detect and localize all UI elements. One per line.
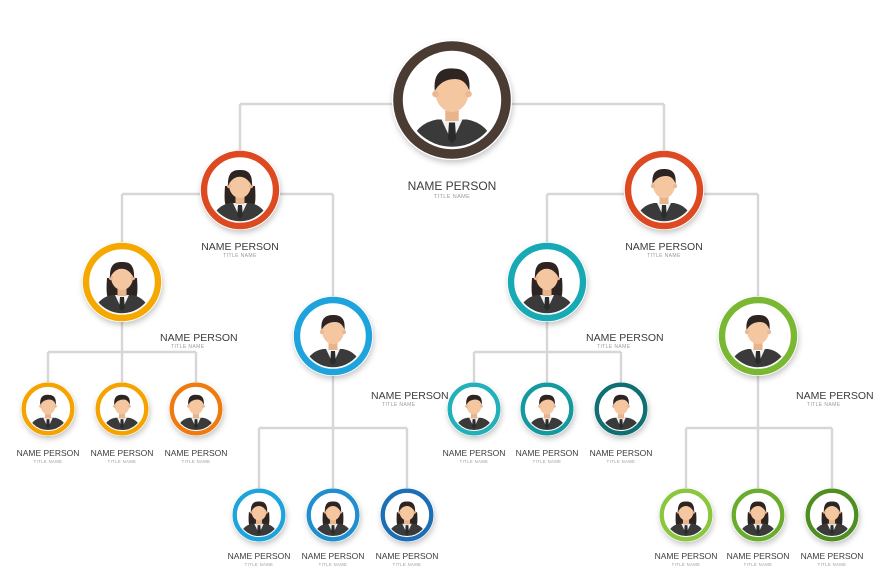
node-name: NAME PERSON xyxy=(165,448,228,458)
node-name: NAME PERSON xyxy=(443,448,506,458)
node-title: TITLE NAME xyxy=(434,194,470,200)
ring-color xyxy=(306,488,360,542)
node-name: NAME PERSON xyxy=(655,551,718,561)
male-avatar-icon xyxy=(526,394,568,431)
ring-color xyxy=(380,488,434,542)
node-name: NAME PERSON xyxy=(801,551,864,561)
node-name: NAME PERSON xyxy=(228,551,291,561)
male-avatar-icon xyxy=(728,314,788,368)
female-avatar-icon xyxy=(811,501,853,537)
node-name: NAME PERSON xyxy=(408,179,497,193)
male-avatar-icon xyxy=(27,394,69,431)
node-title: TITLE NAME xyxy=(223,253,257,259)
male-avatar-icon xyxy=(634,168,694,222)
node-name: NAME PERSON xyxy=(590,448,653,458)
node-title: TITLE NAME xyxy=(744,562,773,567)
ring-color xyxy=(624,150,704,230)
node-title: TITLE NAME xyxy=(647,253,681,259)
node-title: TITLE NAME xyxy=(460,459,489,464)
node-title: TITLE NAME xyxy=(672,562,701,567)
ring-color xyxy=(82,242,162,322)
node-title: TITLE NAME xyxy=(807,402,841,408)
female-avatar-icon xyxy=(737,501,779,537)
node-title: TITLE NAME xyxy=(108,459,137,464)
node-title: TITLE NAME xyxy=(393,562,422,567)
node-name: NAME PERSON xyxy=(371,390,449,402)
female-avatar-icon xyxy=(386,501,428,537)
male-avatar-icon xyxy=(407,68,497,147)
node-name: NAME PERSON xyxy=(516,448,579,458)
male-avatar-icon xyxy=(453,394,495,431)
female-avatar-icon xyxy=(665,501,707,537)
node-title: TITLE NAME xyxy=(533,459,562,464)
female-avatar-icon xyxy=(92,261,152,314)
ring-color xyxy=(805,488,859,542)
node-name: NAME PERSON xyxy=(796,390,874,402)
node-title: TITLE NAME xyxy=(597,344,631,350)
node-title: TITLE NAME xyxy=(607,459,636,464)
ring-color xyxy=(169,382,223,436)
ring-color xyxy=(659,488,713,542)
ring-color xyxy=(594,382,648,436)
node-title: TITLE NAME xyxy=(818,562,847,567)
male-avatar-icon xyxy=(303,314,363,368)
node-title: TITLE NAME xyxy=(182,459,211,464)
ring-color xyxy=(21,382,75,436)
male-avatar-icon xyxy=(101,394,143,431)
connector-lines xyxy=(46,102,834,488)
ring-color xyxy=(293,296,373,376)
female-avatar-icon xyxy=(312,501,354,537)
node-title: TITLE NAME xyxy=(382,402,416,408)
ring-color xyxy=(520,382,574,436)
node-title: TITLE NAME xyxy=(245,562,274,567)
node-name: NAME PERSON xyxy=(91,448,154,458)
node-name: NAME PERSON xyxy=(160,332,238,344)
node-name: NAME PERSON xyxy=(17,448,80,458)
node-name: NAME PERSON xyxy=(625,241,703,253)
node-title: TITLE NAME xyxy=(319,562,348,567)
ring-color xyxy=(393,41,511,159)
node-name: NAME PERSON xyxy=(376,551,439,561)
male-avatar-icon xyxy=(600,394,642,431)
ring-color xyxy=(507,242,587,322)
node-name: NAME PERSON xyxy=(302,551,365,561)
node-name: NAME PERSON xyxy=(586,332,664,344)
node-name: NAME PERSON xyxy=(727,551,790,561)
ring-color xyxy=(447,382,501,436)
male-avatar-icon xyxy=(175,394,217,431)
ring-color xyxy=(200,150,280,230)
ring-color xyxy=(731,488,785,542)
female-avatar-icon xyxy=(210,169,270,222)
ring-color xyxy=(718,296,798,376)
ring-color xyxy=(95,382,149,436)
node-title: TITLE NAME xyxy=(171,344,205,350)
ring-color xyxy=(232,488,286,542)
female-avatar-icon xyxy=(238,501,280,537)
node-title: TITLE NAME xyxy=(34,459,63,464)
female-avatar-icon xyxy=(517,261,577,314)
node-name: NAME PERSON xyxy=(201,241,279,253)
